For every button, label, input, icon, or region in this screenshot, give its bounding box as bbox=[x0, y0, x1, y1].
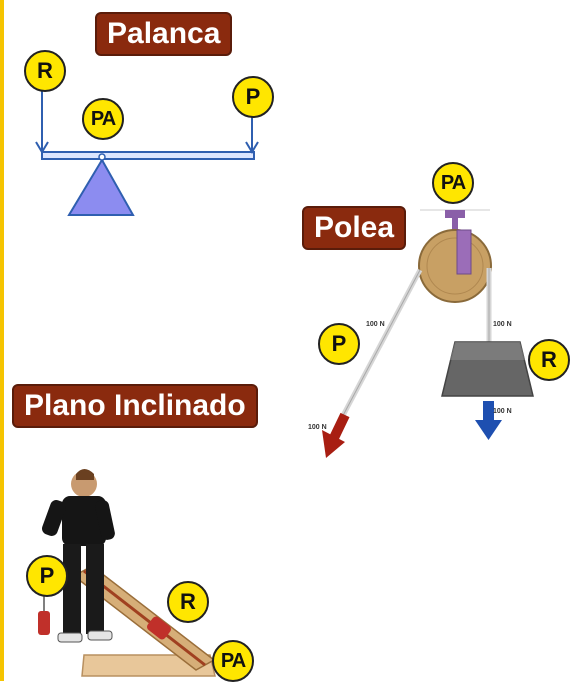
pulley-force-label-left-rope: 100 N bbox=[366, 321, 385, 328]
pulley-bracket bbox=[456, 229, 472, 275]
pulley-r-badge: R bbox=[528, 339, 570, 381]
incline-p-badge: P bbox=[26, 555, 68, 597]
pulley-title: Polea bbox=[302, 206, 407, 250]
pulley-pa-badge: PA bbox=[432, 162, 474, 204]
lever-beam bbox=[41, 151, 255, 160]
pulley-p-badge: P bbox=[318, 323, 360, 365]
lever-pa-badge: PA bbox=[82, 98, 124, 140]
incline-title: Plano Inclinado bbox=[12, 384, 258, 428]
lever-title: Palanca bbox=[95, 12, 233, 56]
incline-hanging-weight bbox=[38, 611, 50, 635]
incline-r-badge: R bbox=[167, 581, 209, 623]
lever-p-badge: P bbox=[232, 76, 274, 118]
pulley-force-label-arrow-down: 100 N bbox=[493, 408, 512, 415]
pulley-mount bbox=[452, 216, 458, 234]
pulley-force-label-arrow-left: 100 N bbox=[308, 424, 327, 431]
pulley-mount-top bbox=[445, 210, 465, 218]
lever-r-badge: R bbox=[24, 50, 66, 92]
pulley-weight-arrow bbox=[483, 401, 494, 421]
pulley-force-label-right-rope: 100 N bbox=[493, 321, 512, 328]
pulley-pull-arrow bbox=[328, 412, 350, 443]
incline-person bbox=[42, 469, 115, 643]
lever-fulcrum bbox=[67, 158, 135, 216]
incline-cart bbox=[147, 616, 171, 640]
pulley-wheel bbox=[418, 229, 492, 303]
left-accent-bar bbox=[0, 0, 4, 681]
incline-base bbox=[81, 654, 216, 677]
lever-pivot bbox=[98, 153, 106, 161]
incline-pa-badge: PA bbox=[212, 640, 254, 682]
